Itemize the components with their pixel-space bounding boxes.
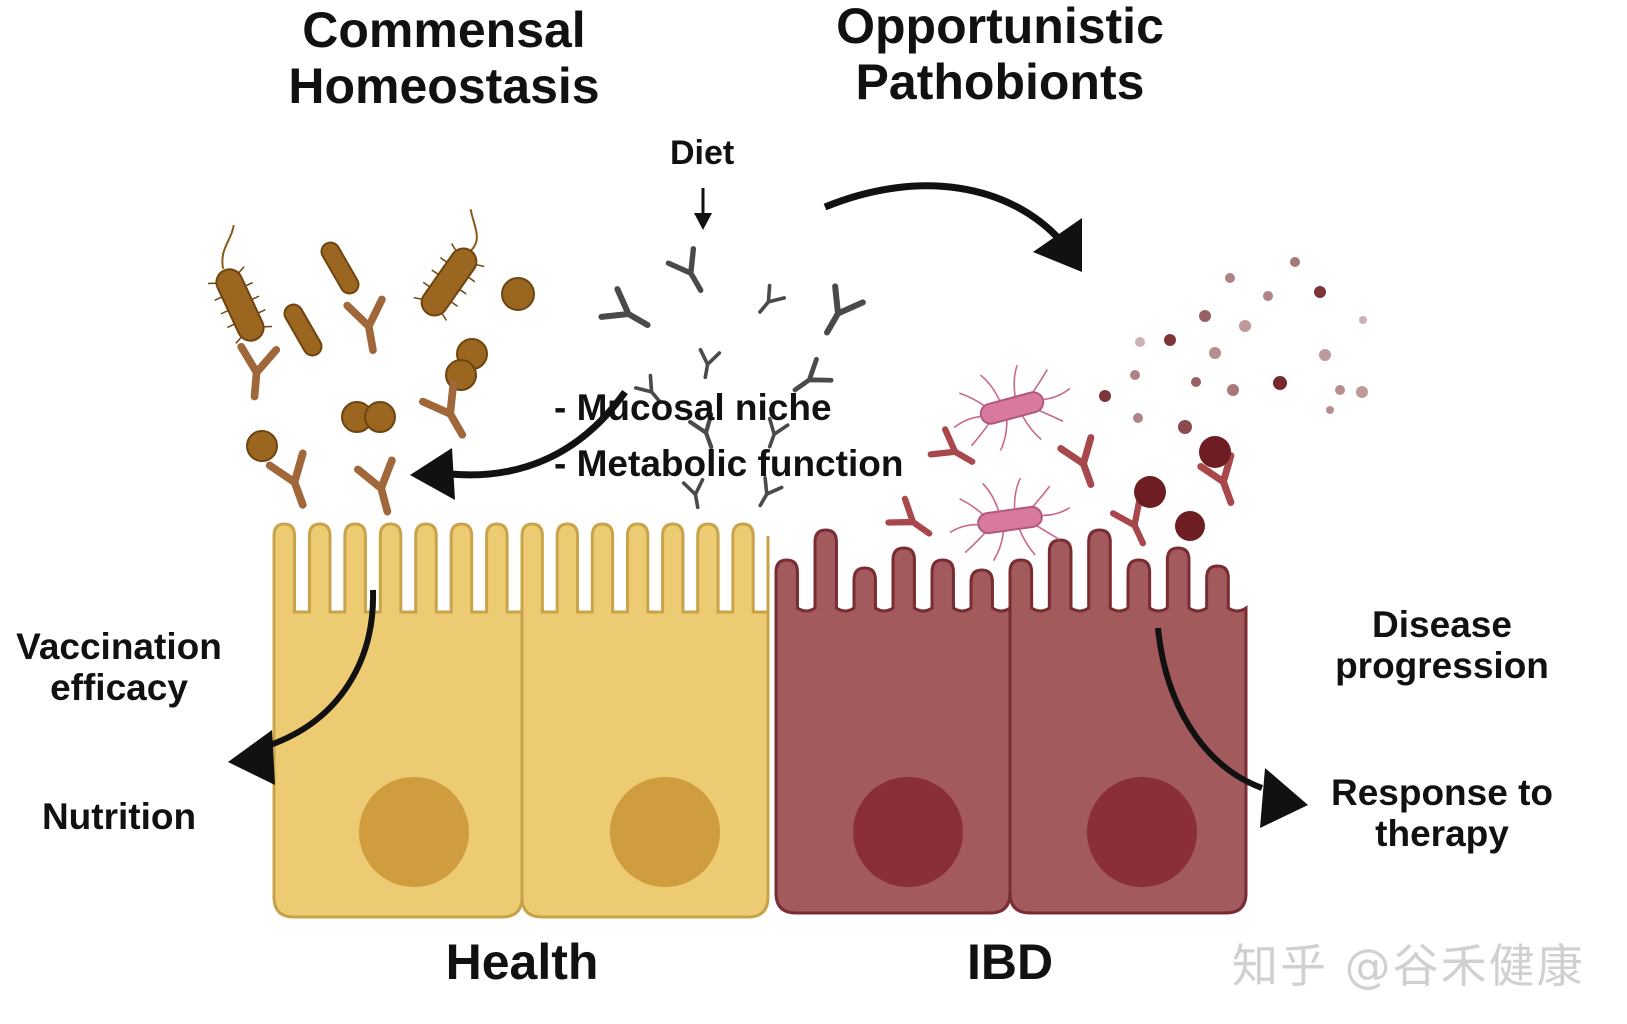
diet-arrowhead bbox=[694, 213, 712, 230]
pathobiont-bacterium bbox=[953, 364, 1071, 451]
debris-particle bbox=[1130, 370, 1140, 380]
antibody-icon bbox=[423, 384, 478, 444]
opportunistic-pathobionts-title: Opportunistic Pathobionts bbox=[836, 0, 1164, 110]
healthy-nucleus bbox=[610, 777, 720, 887]
debris-particle bbox=[1135, 337, 1145, 347]
watermark: 知乎 @谷禾健康 bbox=[1232, 939, 1585, 993]
debris-particle bbox=[1099, 390, 1111, 402]
antibody-icon bbox=[750, 283, 787, 320]
diet-label: Diet bbox=[670, 134, 735, 172]
ibd-nucleus bbox=[1087, 777, 1197, 887]
debris-particle bbox=[1326, 406, 1334, 414]
debris-particle bbox=[1227, 384, 1239, 396]
healthy-epithelium bbox=[272, 522, 770, 919]
antibody-icon bbox=[694, 347, 722, 381]
ibd-label: IBD bbox=[966, 934, 1054, 990]
vaccination-arrowhead bbox=[228, 730, 275, 785]
rod-bacterium bbox=[320, 241, 360, 295]
antibody-icon bbox=[668, 249, 713, 298]
debris-particle bbox=[1263, 291, 1273, 301]
antibody-icon bbox=[270, 453, 320, 511]
antibody-icon bbox=[888, 499, 937, 545]
debris-particle bbox=[1273, 376, 1287, 390]
vaccination-efficacy-label: Vaccination efficacy bbox=[16, 626, 222, 709]
metabolic-function-label: - Metabolic function bbox=[554, 443, 904, 484]
debris-particle bbox=[1191, 377, 1201, 387]
antibody-icon bbox=[237, 347, 276, 398]
debris-particle bbox=[1199, 310, 1211, 322]
coccus-bacterium bbox=[501, 277, 535, 311]
mucosal-niche-label: - Mucosal niche bbox=[554, 387, 832, 428]
debris-particle bbox=[1225, 273, 1235, 283]
debris-particle bbox=[1178, 420, 1192, 434]
debris-particle bbox=[1290, 257, 1300, 267]
debris-particle bbox=[1209, 347, 1221, 359]
antibody-icon bbox=[347, 299, 390, 353]
pathogenic-particles bbox=[1099, 257, 1368, 541]
mucosal-arrow bbox=[449, 389, 628, 479]
debris-particle bbox=[1199, 436, 1231, 468]
debris-particle bbox=[1239, 320, 1251, 332]
disease-arrowhead bbox=[1260, 768, 1308, 828]
coccus-bacterium bbox=[364, 401, 396, 433]
flagellated-rod-bacterium bbox=[207, 225, 273, 344]
ibd-nucleus bbox=[853, 777, 963, 887]
debris-particle bbox=[1164, 334, 1176, 346]
arrows bbox=[228, 182, 1308, 828]
debris-particle bbox=[1359, 316, 1367, 324]
shift-to-pathobionts-arrow bbox=[823, 182, 1063, 243]
debris-particle bbox=[1133, 413, 1143, 423]
vaccination-arrow bbox=[268, 589, 377, 748]
antibody-icon bbox=[813, 286, 863, 340]
debris-particle bbox=[1314, 286, 1326, 298]
healthy-nucleus bbox=[359, 777, 469, 887]
antibody-icon bbox=[1113, 501, 1156, 549]
disease-progression-label: Disease progression bbox=[1335, 604, 1549, 687]
debris-particle bbox=[1356, 386, 1368, 398]
commensal-bacteria bbox=[207, 209, 535, 462]
response-to-therapy-label: Response to therapy bbox=[1330, 772, 1554, 855]
commensal-homeostasis-title: Commensal Homeostasis bbox=[288, 2, 600, 114]
disease-arrow bbox=[1155, 627, 1264, 791]
debris-particle bbox=[1335, 385, 1345, 395]
debris-particle bbox=[1175, 511, 1205, 541]
antibody-icon bbox=[1061, 438, 1106, 490]
debris-particle bbox=[1319, 349, 1331, 361]
nutrition-label: Nutrition bbox=[41, 796, 197, 837]
ibd-epithelium bbox=[774, 528, 1248, 915]
mucosal-arrowhead bbox=[410, 448, 455, 500]
pathobiont-bacterium bbox=[949, 477, 1071, 562]
shift-arrowhead bbox=[1033, 218, 1082, 272]
health-label: Health bbox=[445, 934, 599, 990]
debris-particle bbox=[1134, 476, 1166, 508]
pathobiont-bacteria bbox=[949, 364, 1071, 562]
flagellated-rod-bacterium bbox=[413, 209, 485, 321]
antibody-icon bbox=[931, 429, 980, 474]
coccus-bacterium bbox=[246, 430, 278, 462]
antibody-icon bbox=[358, 460, 405, 516]
antibody-icon bbox=[601, 289, 655, 339]
rod-bacterium bbox=[283, 303, 323, 357]
